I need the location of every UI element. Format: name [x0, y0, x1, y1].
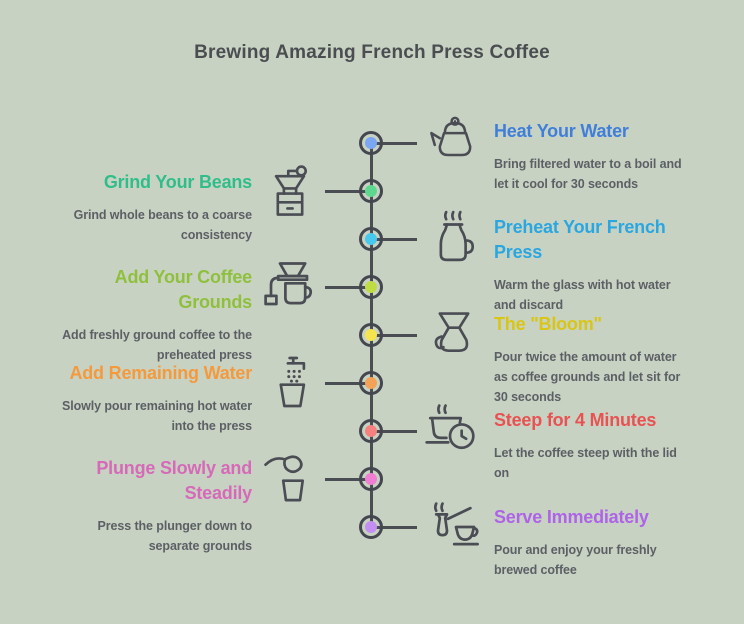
step-body: Warm the glass with hot water and discar… — [494, 278, 671, 312]
step-body: Add freshly ground coffee to the preheat… — [62, 328, 252, 362]
connector-add-grounds — [325, 285, 371, 289]
timeline-node-plunge — [359, 467, 383, 491]
step-steep: Steep for 4 Minutes Let the coffee steep… — [494, 408, 729, 483]
step-heading: Preheat Your French Press — [494, 217, 666, 262]
step-body: Bring filtered water to a boil and let i… — [494, 157, 682, 191]
node-core — [365, 233, 377, 245]
step-serve: Serve Immediately Pour and enjoy your fr… — [494, 505, 729, 580]
step-body: Pour and enjoy your freshly brewed coffe… — [494, 543, 657, 577]
step-body: Let the coffee steep with the lid on — [494, 446, 677, 480]
connector-plunge — [325, 477, 371, 481]
step-body: Slowly pour remaining hot water into the… — [62, 399, 252, 433]
faucet-water-icon — [263, 354, 311, 410]
step-plunge: Plunge Slowly and Steadily Press the plu… — [17, 456, 252, 556]
page-title: Brewing Amazing French Press Coffee — [194, 42, 550, 63]
step-bloom: The "Bloom" Pour twice the amount of wat… — [494, 312, 729, 407]
step-heading: Heat Your Water — [494, 121, 629, 141]
pour-over-icon — [431, 306, 477, 360]
timeline-node-add-water — [359, 371, 383, 395]
plunge-hand-icon — [262, 450, 308, 506]
step-heading: Serve Immediately — [494, 507, 649, 527]
node-core — [365, 281, 377, 293]
timeline-node-steep — [359, 419, 383, 443]
cup-clock-icon — [421, 402, 479, 454]
coffee-grinder-icon — [268, 164, 312, 218]
connector-bloom — [371, 333, 417, 337]
step-preheat: Preheat Your French Press Warm the glass… — [494, 215, 729, 315]
node-core — [365, 185, 377, 197]
step-heading: Add Your Coffee Grounds — [114, 267, 253, 312]
timeline-node-serve — [359, 515, 383, 539]
step-grind-beans: Grind Your Beans Grind whole beans to a … — [17, 170, 253, 245]
step-body: Pour twice the amount of water as coffee… — [494, 350, 681, 404]
step-heading: Plunge Slowly and Steadily — [96, 458, 252, 503]
step-heading: The "Bloom" — [494, 314, 602, 334]
step-heading: Grind Your Beans — [103, 172, 252, 192]
timeline-node-grind-beans — [359, 179, 383, 203]
timeline-node-heat-water — [359, 131, 383, 155]
connector-serve — [371, 525, 417, 529]
node-core — [365, 425, 377, 437]
kettle-icon — [428, 114, 482, 164]
node-core — [365, 137, 377, 149]
dripper-mug-icon — [262, 258, 316, 314]
timeline-node-bloom — [359, 323, 383, 347]
step-add-water: Add Remaining Water Slowly pour remainin… — [17, 361, 252, 436]
french-press-icon — [432, 208, 478, 264]
connector-add-water — [325, 381, 371, 385]
serve-pot-icon — [427, 500, 485, 554]
timeline-node-add-grounds — [359, 275, 383, 299]
step-add-grounds: Add Your Coffee Grounds Add freshly grou… — [17, 265, 252, 365]
node-core — [365, 377, 377, 389]
connector-grind-beans — [325, 189, 371, 193]
step-heading: Steep for 4 Minutes — [494, 410, 657, 430]
node-core — [365, 473, 377, 485]
connector-steep — [371, 429, 417, 433]
connector-preheat — [371, 237, 417, 241]
connector-heat-water — [371, 141, 417, 145]
timeline-node-preheat — [359, 227, 383, 251]
step-body: Press the plunger down to separate groun… — [97, 519, 253, 553]
step-heading: Add Remaining Water — [69, 363, 252, 383]
node-core — [365, 329, 377, 341]
node-core — [365, 521, 377, 533]
step-heat-water: Heat Your Water Bring filtered water to … — [494, 119, 729, 194]
step-body: Grind whole beans to a coarse consistenc… — [73, 208, 253, 242]
